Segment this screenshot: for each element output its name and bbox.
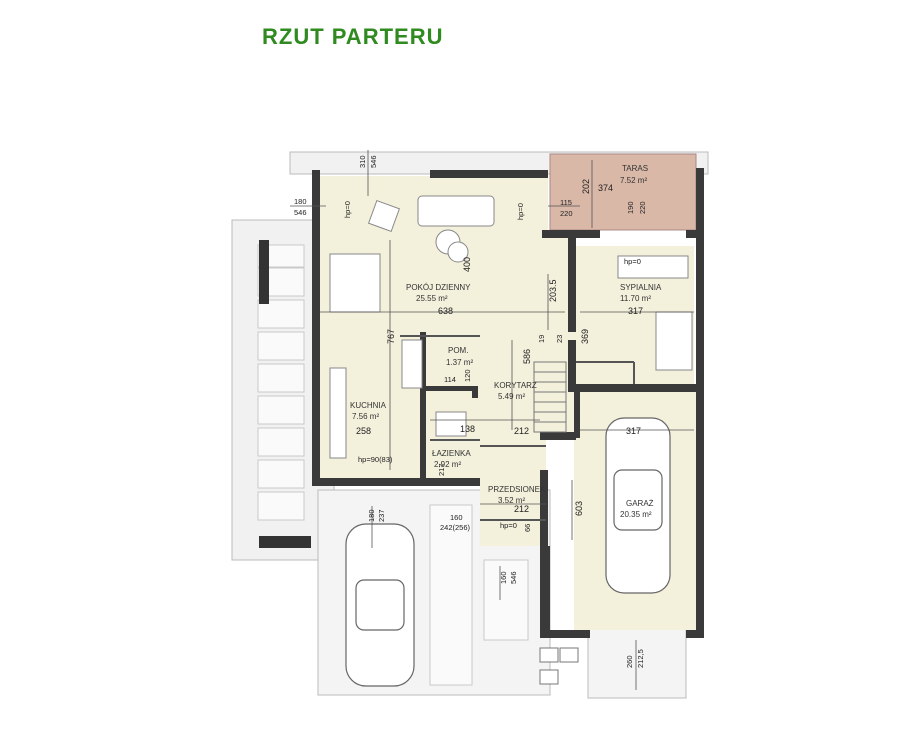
dim-138: 138 — [460, 424, 475, 434]
dim-317b: 317 — [626, 426, 641, 436]
dim-180b: 180 — [367, 509, 376, 522]
bench-bottom — [259, 536, 311, 548]
room-taras-name: TARAS — [622, 164, 648, 173]
dim-220a: 220 — [560, 209, 573, 218]
dim-546a: 546 — [369, 155, 378, 168]
room-korytarz-area: 5.49 m² — [498, 392, 525, 401]
room-pom-name: POM. — [448, 346, 468, 355]
room-lazienka-name: ŁAZIENKA — [432, 449, 471, 458]
dim-202: 202 — [581, 179, 591, 194]
dim-2125: 212,5 — [636, 649, 645, 668]
dim-767: 767 — [386, 329, 396, 344]
room-garaz-area: 20.35 m² — [620, 510, 652, 519]
room-sypialnia-area: 11.70 m² — [620, 294, 651, 303]
room-garaz-name: GARAŻ — [626, 499, 654, 508]
dim-114: 114 — [444, 375, 456, 384]
dim-hp0a: hp=0 — [343, 201, 352, 218]
dim-120: 120 — [463, 369, 472, 382]
dim-212b: 212 — [514, 504, 529, 514]
dim-603: 603 — [574, 501, 584, 516]
dim-374: 374 — [598, 183, 613, 193]
plan-title: RZUT PARTERU — [262, 24, 444, 49]
terrace — [549, 153, 697, 231]
car-garage — [605, 417, 671, 594]
dim-310: 310 — [358, 155, 367, 168]
meter-boxes — [539, 647, 579, 685]
dim-2035: 203.5 — [548, 279, 558, 302]
dim-217: 217 — [437, 463, 446, 476]
dim-19: 19 — [537, 335, 546, 343]
room-pom-area: 1.37 m² — [446, 358, 473, 367]
room-pokoj-name: POKÓJ DZIENNY — [406, 283, 471, 292]
walls — [312, 168, 704, 638]
room-lazienka-area: 2.92 m² — [434, 460, 461, 469]
dim-260: 260 — [625, 655, 634, 668]
room-taras-area: 7.52 m² — [620, 176, 647, 185]
dim-66: 66 — [523, 524, 532, 532]
room-przedsionek-area: 3.52 m² — [498, 496, 525, 505]
stairs — [533, 361, 567, 433]
floor-fill — [318, 176, 694, 546]
room-kuchnia-area: 7.56 m² — [352, 412, 379, 421]
furniture — [329, 195, 693, 459]
dim-317a: 317 — [628, 306, 643, 316]
dim-23: 23 — [555, 335, 564, 343]
dim-160a: 160 — [450, 513, 463, 522]
dim-220b: 220 — [638, 201, 647, 214]
dim-160b: 160 — [499, 571, 508, 584]
dim-hp90: hp=90(83) — [358, 455, 393, 464]
dim-369: 369 — [580, 329, 590, 344]
room-przedsionek-name: PRZEDSIONEK — [488, 485, 546, 494]
room-sypialnia-name: SYPIALNIA — [620, 283, 662, 292]
partitions — [400, 335, 635, 521]
dim-242: 242(256) — [440, 523, 471, 532]
dim-237: 237 — [377, 509, 386, 522]
dim-115: 115 — [560, 198, 572, 207]
dim-212a: 212 — [514, 426, 529, 436]
dim-190: 190 — [626, 201, 635, 214]
bench-top — [259, 240, 269, 304]
room-korytarz-name: KORYTARZ — [494, 381, 537, 390]
dim-400: 400 — [462, 257, 472, 272]
car-driveway — [345, 523, 415, 687]
room-kuchnia-name: KUCHNIA — [350, 401, 387, 410]
dim-638: 638 — [438, 306, 453, 316]
dim-546b: 546 — [294, 208, 307, 217]
dim-180: 180 — [294, 197, 307, 206]
dim-hp0b: hp=0 — [516, 203, 525, 220]
dim-586: 586 — [522, 349, 532, 364]
dimension-lines — [290, 150, 694, 690]
dim-hp0d: hp=0 — [500, 521, 517, 530]
room-pokoj-area: 25.55 m² — [416, 294, 448, 303]
dim-hp0c: hp=0 — [624, 257, 641, 266]
dim-258: 258 — [356, 426, 371, 436]
dim-546c: 546 — [509, 571, 518, 584]
garage-apron — [587, 627, 687, 699]
